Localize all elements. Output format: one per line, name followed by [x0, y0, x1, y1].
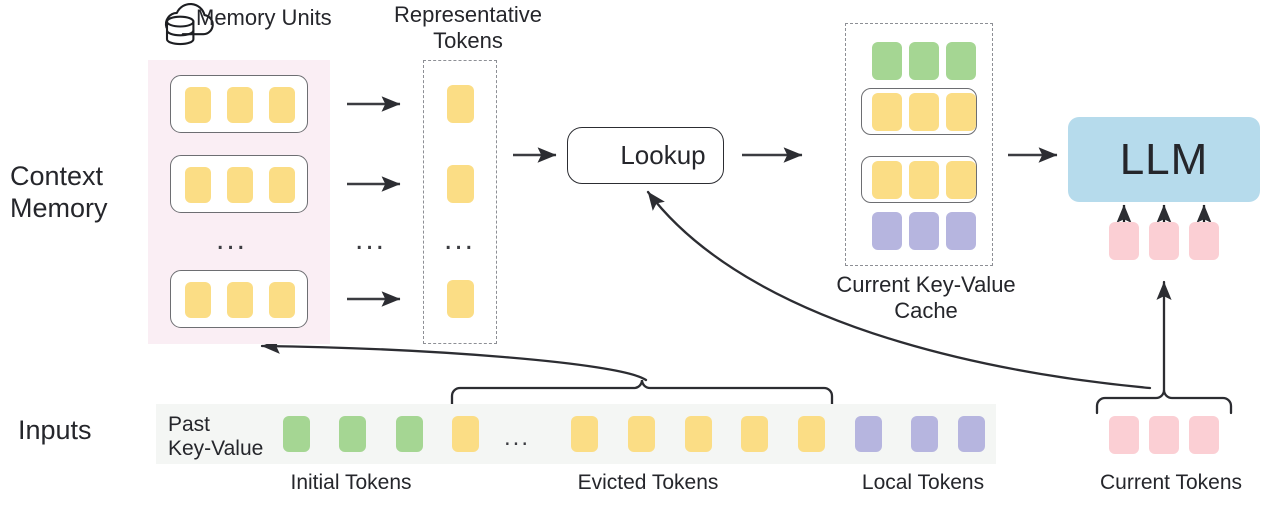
representative-tokens-box: [423, 60, 497, 344]
kv-token-retrieved: [872, 161, 902, 199]
input-token-evicted: [571, 416, 598, 452]
input-token-initial: [283, 416, 310, 452]
lookup-label: Lookup: [620, 140, 706, 170]
kv-token-initial: [946, 42, 976, 80]
kv-token-initial: [872, 42, 902, 80]
representative-tokens-ellipsis: ...: [444, 223, 476, 256]
label-representative-tokens: Representative Tokens: [394, 2, 542, 53]
arrow-evicted-to-context-memory: [260, 338, 648, 382]
memory-token: [269, 87, 295, 123]
memory-token: [227, 87, 253, 123]
memory-token: [269, 282, 295, 318]
brace-evicted-tokens: [450, 379, 834, 406]
llm-input-token: [1149, 222, 1179, 260]
memory-token: [227, 167, 253, 203]
representative-token-1: [447, 165, 474, 203]
label-initial-tokens: Initial Tokens: [290, 471, 412, 494]
llm-label: LLM: [1119, 134, 1209, 184]
memory-unit-1[interactable]: [170, 155, 308, 213]
input-token-local: [911, 416, 938, 452]
representative-token-n: [447, 280, 474, 318]
lookup-button[interactable]: Lookup: [567, 127, 724, 184]
input-token-evicted: [685, 416, 712, 452]
label-local-tokens: Local Tokens: [861, 471, 985, 494]
memory-unit-0[interactable]: [170, 75, 308, 133]
kv-token-initial: [909, 42, 939, 80]
memory-token: [227, 282, 253, 318]
llm-input-token: [1109, 222, 1139, 260]
kv-token-retrieved: [909, 93, 939, 131]
input-token-evicted: [798, 416, 825, 452]
input-token-evicted: [741, 416, 768, 452]
label-memory-units: Memory Units: [196, 5, 332, 30]
kv-token-retrieved: [872, 93, 902, 131]
input-token-initial: [339, 416, 366, 452]
input-token-local: [958, 416, 985, 452]
input-token-current: [1109, 416, 1139, 454]
current-token-to-llm-arrows: [1116, 204, 1212, 223]
label-evicted-tokens: Evicted Tokens: [577, 471, 719, 494]
memory-token: [185, 87, 211, 123]
llm-input-token: [1189, 222, 1219, 260]
label-current-tokens: Current Tokens: [1099, 471, 1243, 494]
label-current-kv-cache: Current Key-Value Cache: [836, 272, 1016, 323]
input-token-local: [855, 416, 882, 452]
kv-token-local: [909, 212, 939, 250]
label-inputs: Inputs: [18, 415, 92, 445]
input-evicted-ellipsis: ...: [504, 424, 531, 451]
kv-token-retrieved: [946, 93, 976, 131]
memory-units-ellipsis: ...: [216, 223, 248, 256]
input-token-current: [1149, 416, 1179, 454]
unit-arrows-ellipsis: ...: [355, 223, 387, 256]
kv-token-local: [872, 212, 902, 250]
llm-box[interactable]: LLM: [1068, 117, 1260, 202]
memory-token: [185, 282, 211, 318]
label-context-memory: Context Memory: [10, 161, 108, 223]
memory-token: [269, 167, 295, 203]
label-past-key-value: Past Key-Value: [168, 413, 264, 461]
memory-unit-n[interactable]: [170, 270, 308, 328]
input-token-current: [1189, 416, 1219, 454]
brace-current-tokens: [1095, 389, 1233, 415]
kv-token-retrieved: [946, 161, 976, 199]
kv-token-retrieved: [909, 161, 939, 199]
input-token-evicted: [452, 416, 479, 452]
representative-token-0: [447, 85, 474, 123]
input-token-initial: [396, 416, 423, 452]
current-kv-cache-box: [845, 23, 993, 266]
kv-token-local: [946, 212, 976, 250]
input-token-evicted: [628, 416, 655, 452]
memory-token: [185, 167, 211, 203]
